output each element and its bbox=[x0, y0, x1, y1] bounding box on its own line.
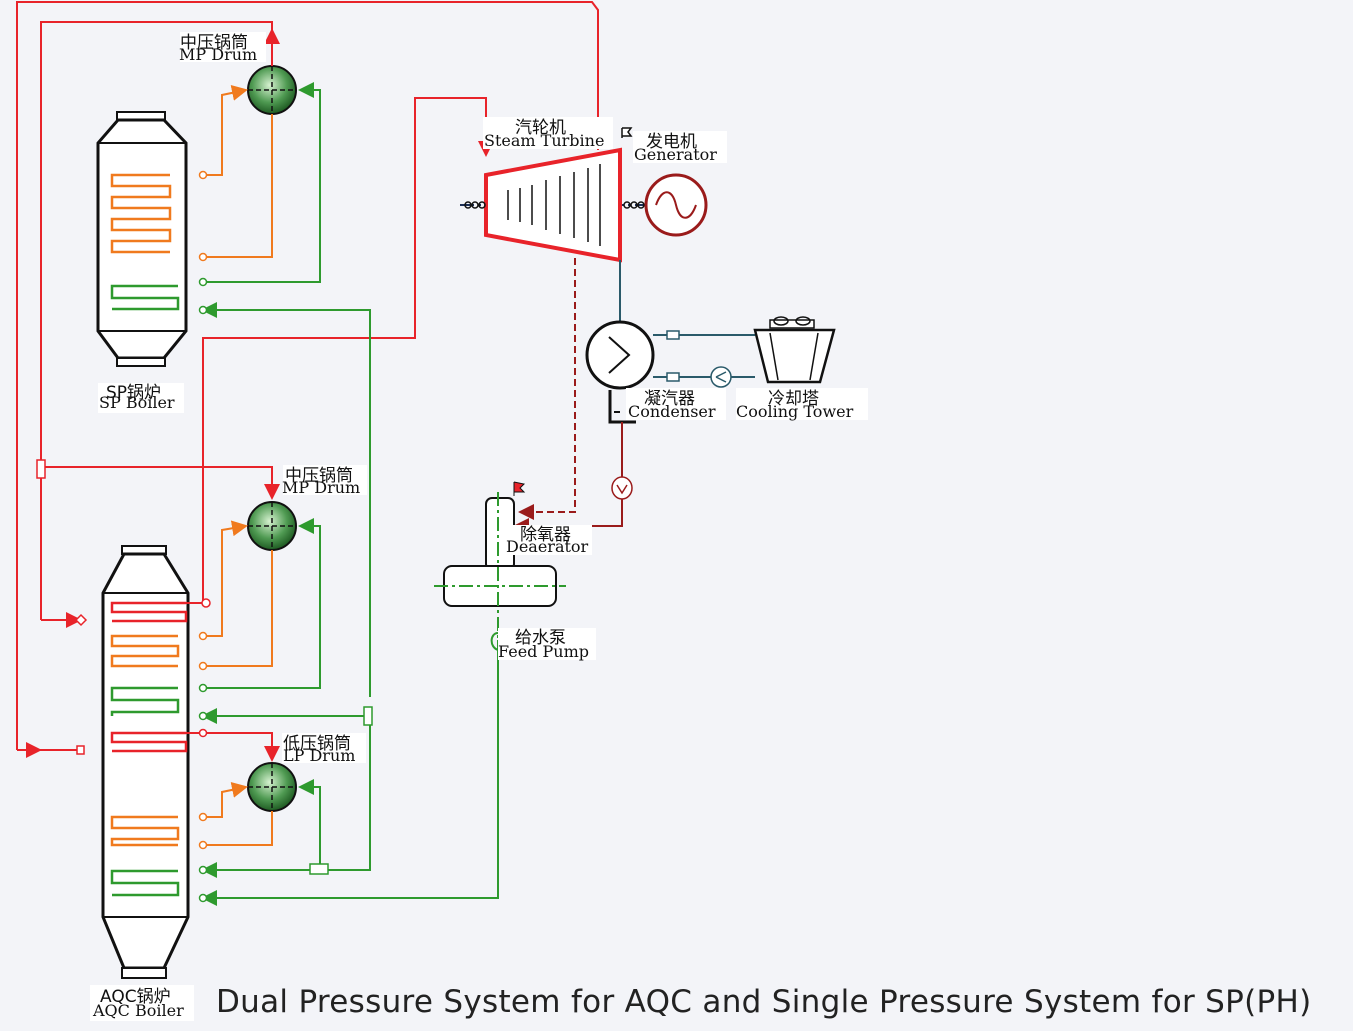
aqc-mp-drum bbox=[247, 501, 297, 551]
label-condenser: 凝汽器 Condenser bbox=[626, 388, 726, 421]
aqc-boiler-en: AQC Boiler bbox=[92, 1001, 184, 1020]
hot-water-lines bbox=[203, 85, 273, 846]
deaerator bbox=[434, 481, 566, 640]
label-deaerator: 除氧器 Deaerator bbox=[506, 525, 592, 556]
label-sp-mp-drum: 中压锅筒 MP Drum bbox=[179, 32, 266, 64]
extraction-line bbox=[518, 258, 576, 520]
generator bbox=[644, 173, 708, 237]
sp-mp-drum-en: MP Drum bbox=[179, 45, 257, 64]
sp-boiler-zh: SP锅炉 bbox=[106, 383, 161, 403]
aqc-boiler bbox=[101, 545, 190, 979]
cooling-tower-en: Cooling Tower bbox=[736, 402, 854, 421]
diagram-caption: Dual Pressure System for AQC and Single … bbox=[216, 984, 1312, 1020]
label-generator: 发电机 Generator bbox=[633, 131, 727, 164]
lp-drum-en: LP Drum bbox=[283, 746, 355, 765]
cooling-tower-zh: 冷却塔 bbox=[768, 389, 819, 409]
label-aqc-boiler: AQC锅炉 AQC Boiler bbox=[90, 985, 194, 1021]
sp-superheater-coil bbox=[110, 173, 172, 254]
feed-pump bbox=[490, 632, 499, 651]
deaerator-zh: 除氧器 bbox=[520, 525, 571, 545]
turbine-en: Steam Turbine bbox=[484, 131, 604, 150]
sp-boiler bbox=[96, 111, 188, 367]
label-sp-boiler: SP锅炉 SP Boiler bbox=[98, 383, 184, 413]
label-feed-pump: 给水泵 Feed Pump bbox=[498, 628, 596, 661]
condenser bbox=[585, 320, 655, 424]
label-aqc-mp-drum: 中压锅筒 MP Drum bbox=[282, 465, 367, 497]
cooling-lines bbox=[653, 334, 755, 378]
condensate-line bbox=[513, 422, 623, 534]
feed-water-lines bbox=[201, 82, 499, 906]
deaerator-en: Deaerator bbox=[506, 537, 589, 556]
generator-en: Generator bbox=[634, 145, 717, 164]
generator-zh: 发电机 bbox=[646, 132, 697, 152]
steam-lines bbox=[16, 1, 599, 762]
sp-mp-drum-zh: 中压锅筒 bbox=[180, 33, 248, 53]
feed-pump-en: Feed Pump bbox=[498, 642, 589, 661]
sp-boiler-en: SP Boiler bbox=[99, 393, 175, 412]
cooling-tower bbox=[753, 316, 836, 384]
lp-drum bbox=[247, 762, 297, 812]
feed-pump-zh: 给水泵 bbox=[515, 628, 566, 648]
aqc-mp-drum-en: MP Drum bbox=[282, 478, 360, 497]
condenser-en: Condenser bbox=[628, 402, 716, 421]
condenser-zh: 凝汽器 bbox=[644, 389, 695, 409]
sp-economizer-coil bbox=[110, 284, 180, 311]
valves bbox=[36, 170, 373, 903]
lp-drum-zh: 低压锅筒 bbox=[283, 734, 351, 754]
label-lp-drum: 低压锅筒 LP Drum bbox=[282, 733, 366, 765]
sp-mp-drum bbox=[247, 65, 297, 115]
label-turbine: 汽轮机 Steam Turbine bbox=[483, 117, 613, 150]
aqc-boiler-zh: AQC锅炉 bbox=[100, 987, 171, 1007]
turbine-zh: 汽轮机 bbox=[515, 118, 566, 138]
aqc-mp-drum-zh: 中压锅筒 bbox=[285, 466, 353, 486]
label-cooling-tower: 冷却塔 Cooling Tower bbox=[736, 388, 868, 421]
